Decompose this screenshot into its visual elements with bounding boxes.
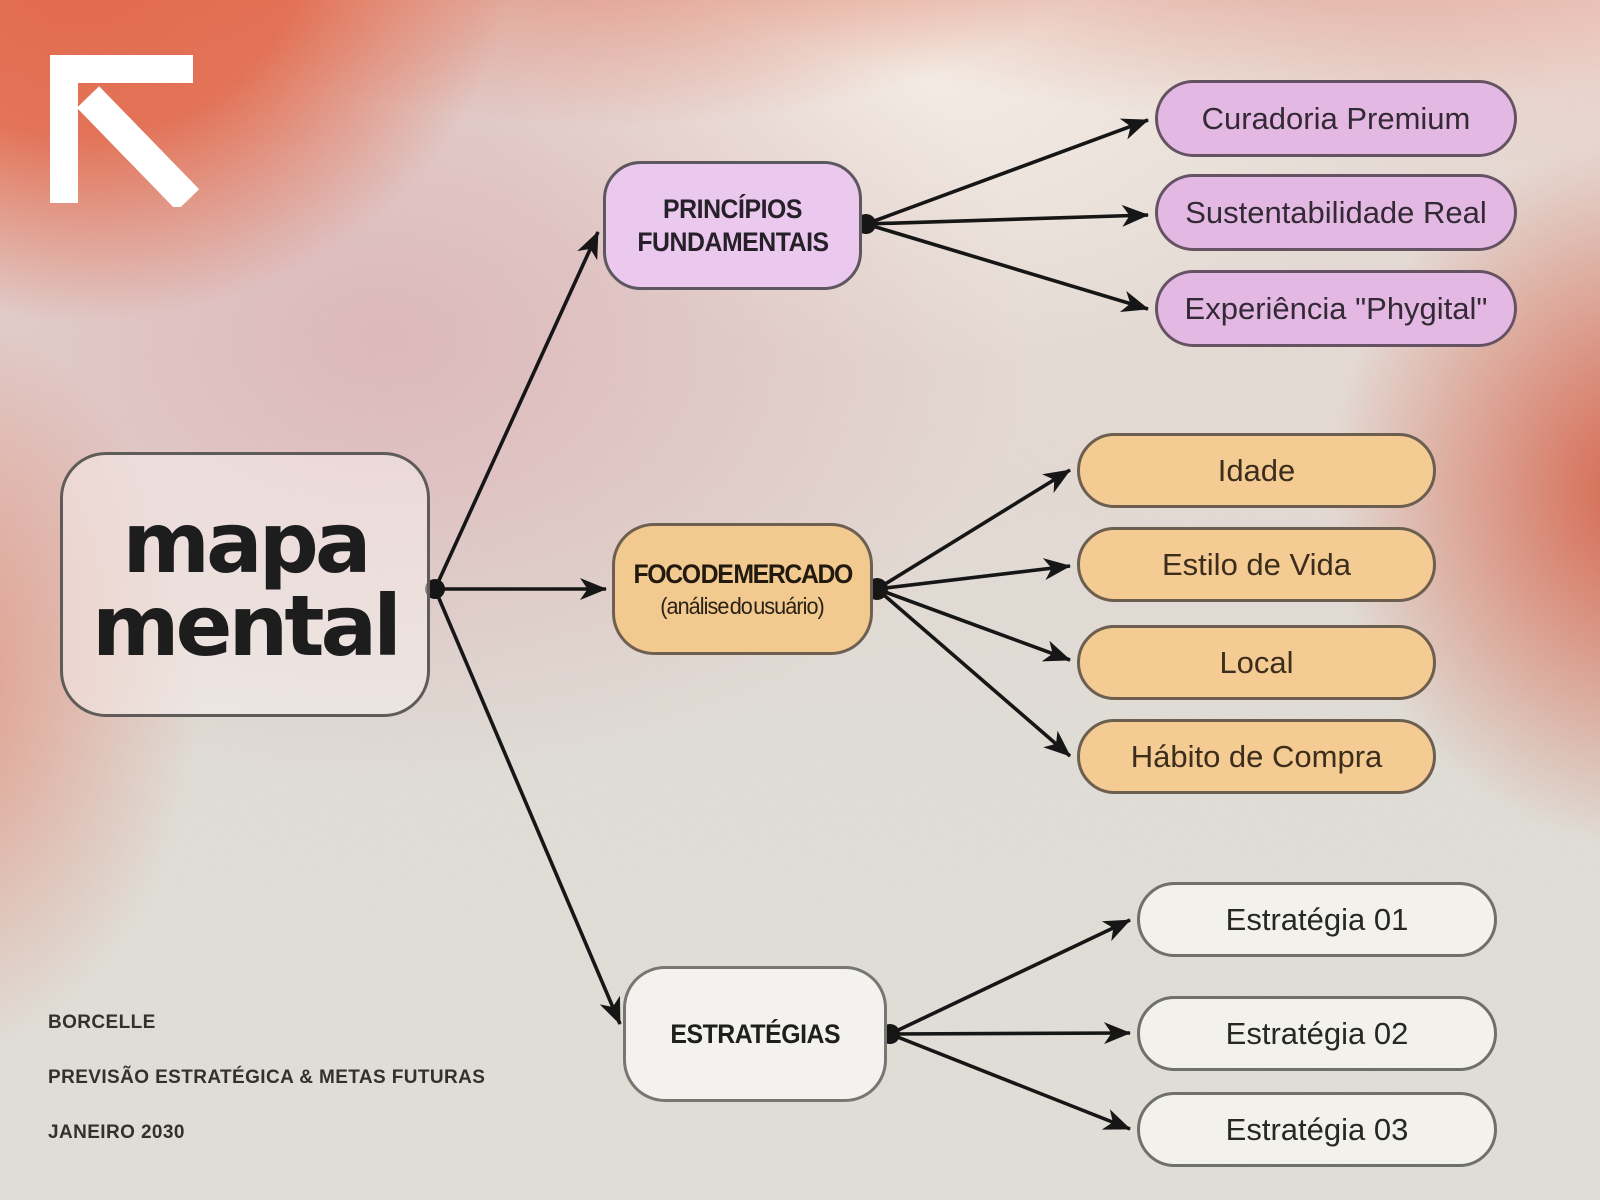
leaf-idade: Idade bbox=[1077, 433, 1436, 508]
leaf-estrategia-02: Estratégia 02 bbox=[1137, 996, 1497, 1071]
root-node: mapa mental bbox=[60, 452, 430, 717]
branch-principios-title-line1: PRINCÍPIOS bbox=[663, 193, 802, 224]
branch-estrategias-title: ESTRATÉGIAS bbox=[670, 1018, 840, 1049]
root-title-line2: mental bbox=[92, 576, 402, 675]
branch-principios-fundamentais: PRINCÍPIOS FUNDAMENTAIS bbox=[603, 161, 862, 290]
branch-principios-title-line2: FUNDAMENTAIS bbox=[636, 226, 829, 257]
leaf-experiencia-phygital: Experiência "Phygital" bbox=[1155, 270, 1517, 347]
branch-foco-subtitle: (análise do usuário) bbox=[660, 592, 826, 619]
leaf-estrategia-01: Estratégia 01 bbox=[1137, 882, 1497, 957]
leaf-estilo-de-vida: Estilo de Vida bbox=[1077, 527, 1436, 602]
leaf-sustentabilidade-real: Sustentabilidade Real bbox=[1155, 174, 1517, 251]
leaf-estrategia-03: Estratégia 03 bbox=[1137, 1092, 1497, 1167]
footer: BORCELLE PREVISÃO ESTRATÉGICA & METAS FU… bbox=[48, 1012, 485, 1177]
branch-foco-de-mercado: FOCO DE MERCADO (análise do usuário) bbox=[612, 523, 873, 655]
leaf-curadoria-premium: Curadoria Premium bbox=[1155, 80, 1517, 157]
branch-estrategias: ESTRATÉGIAS bbox=[623, 966, 887, 1102]
footer-company: BORCELLE bbox=[48, 1012, 156, 1033]
root-title-line1: mapa bbox=[122, 494, 371, 593]
leaf-habito-de-compra: Hábito de Compra bbox=[1077, 719, 1436, 794]
footer-tagline: PREVISÃO ESTRATÉGICA & METAS FUTURAS bbox=[48, 1067, 486, 1088]
leaf-local: Local bbox=[1077, 625, 1436, 700]
branch-foco-title: FOCO DE MERCADO bbox=[633, 559, 853, 590]
arrow-up-left-icon bbox=[50, 55, 200, 207]
footer-date: JANEIRO 2030 bbox=[48, 1122, 185, 1143]
